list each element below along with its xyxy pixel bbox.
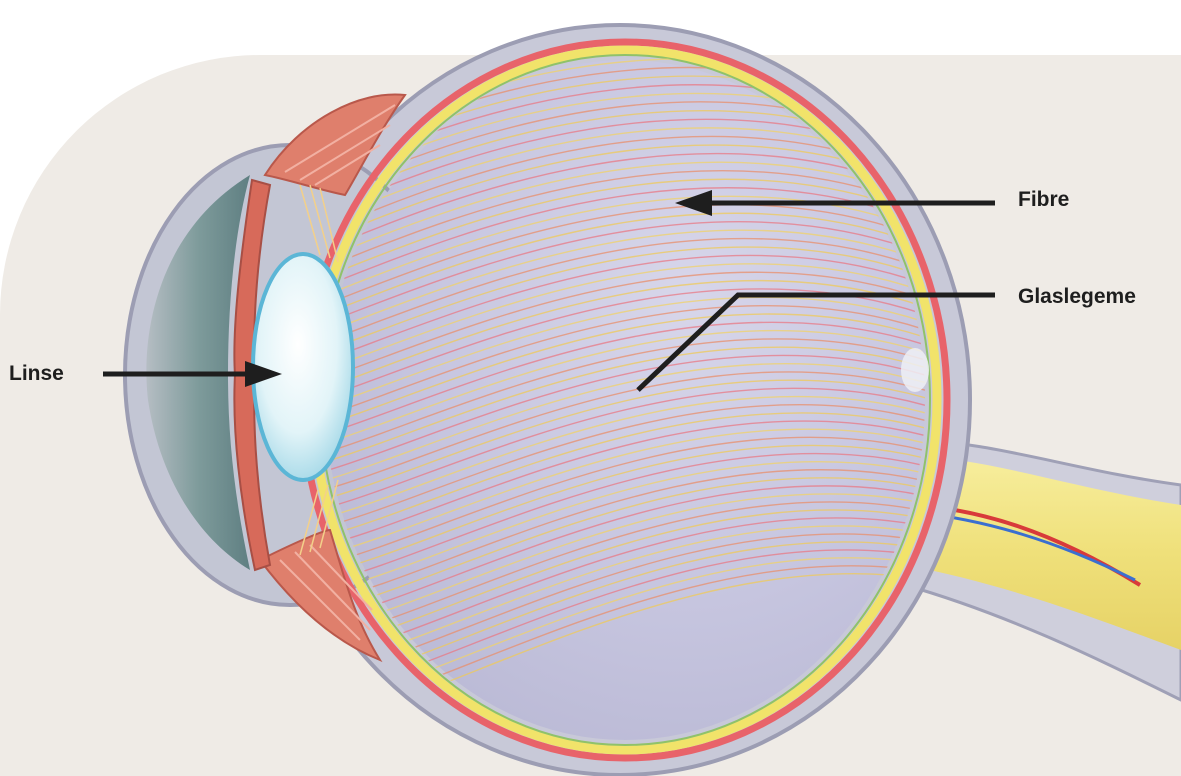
lens: [253, 254, 353, 480]
optic-disc: [901, 348, 929, 392]
label-fibre: Fibre: [1018, 188, 1069, 212]
label-glaslegeme: Glaslegeme: [1018, 285, 1136, 309]
label-linse: Linse: [9, 362, 64, 386]
